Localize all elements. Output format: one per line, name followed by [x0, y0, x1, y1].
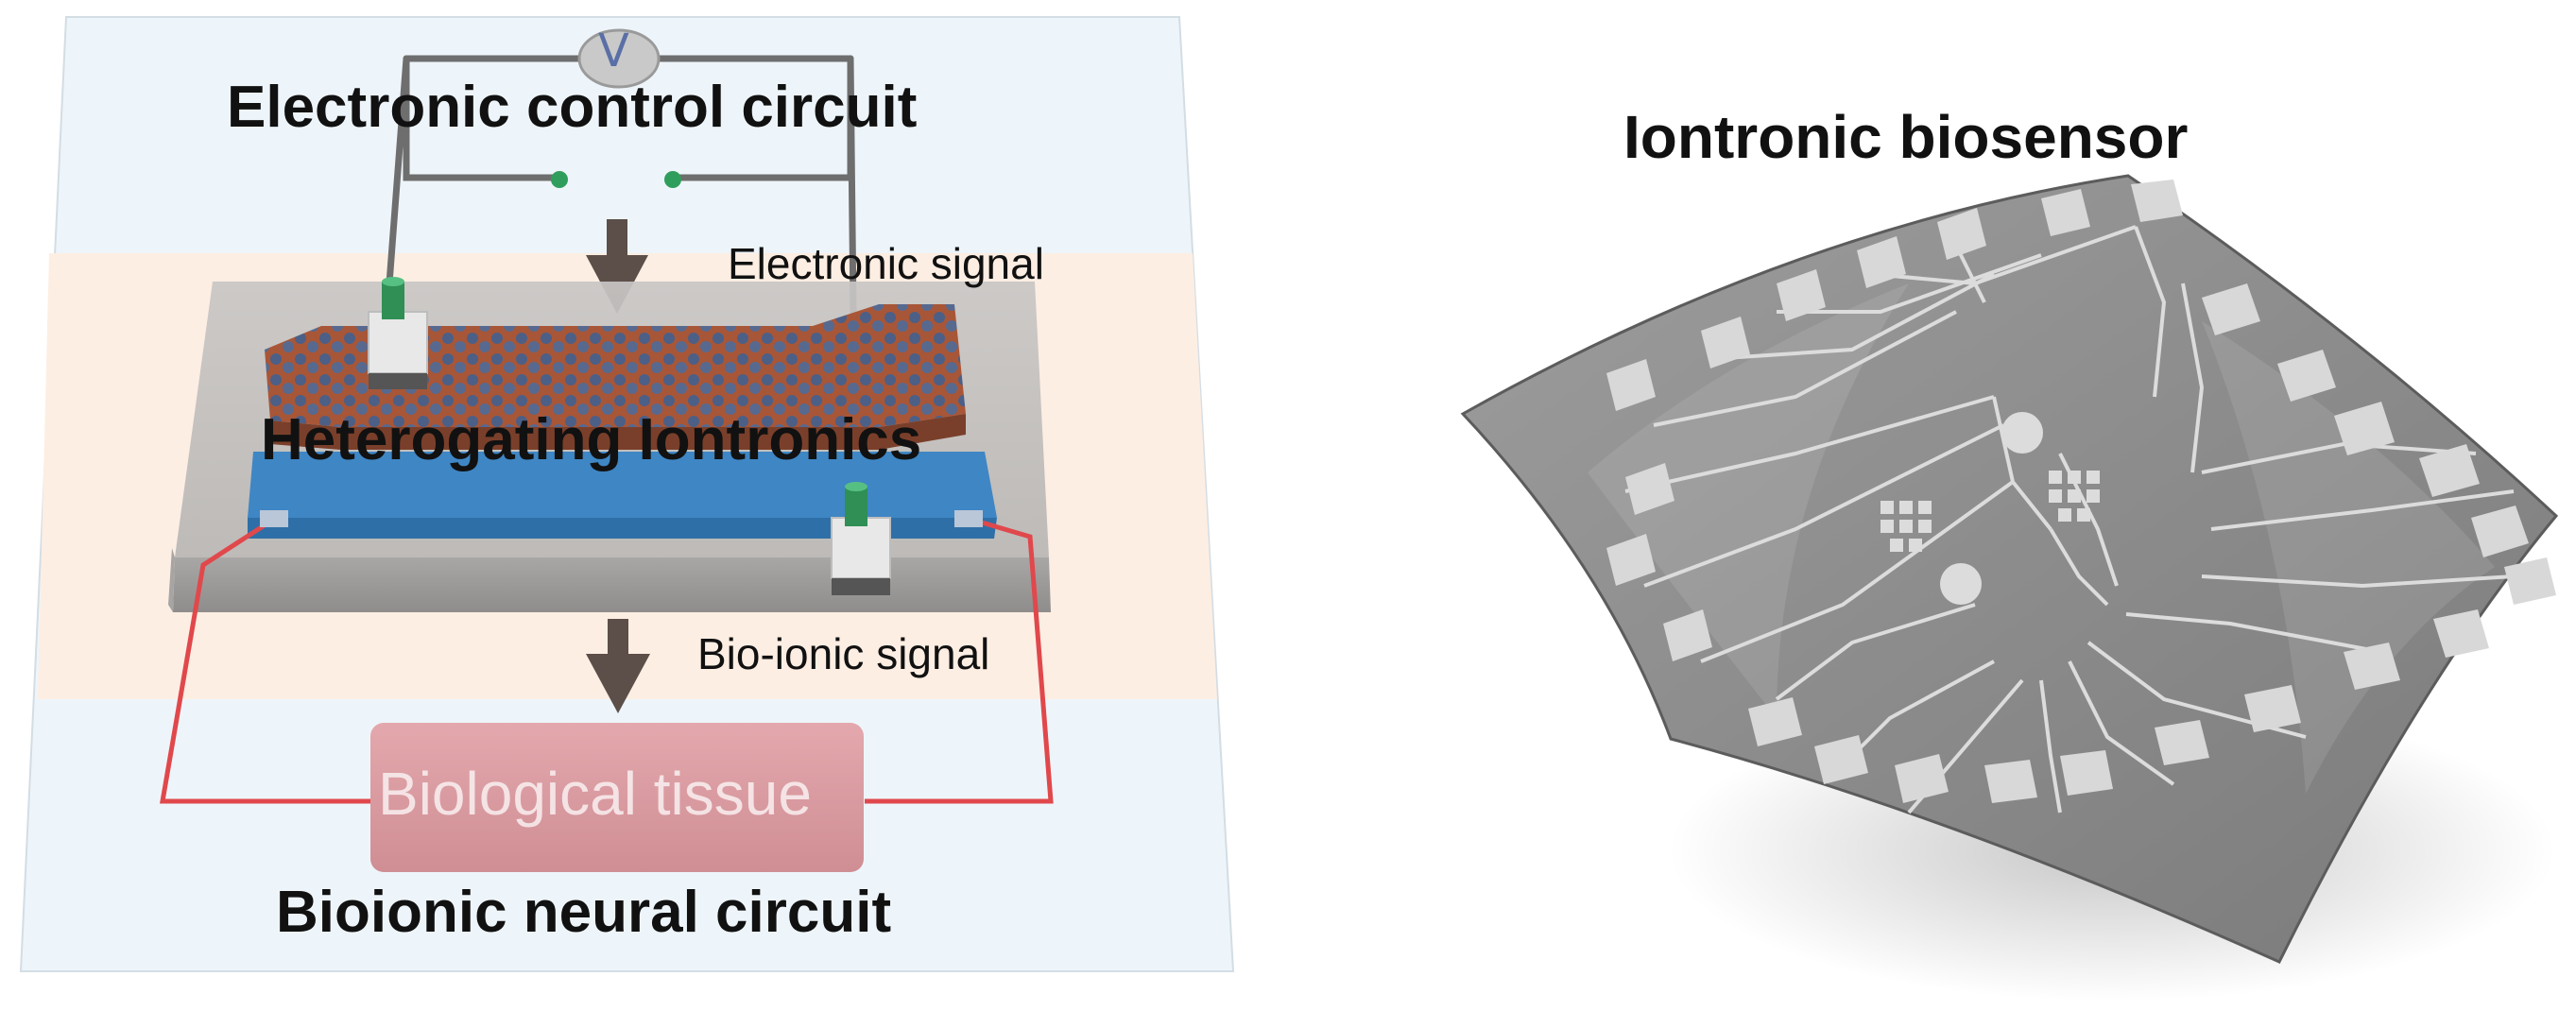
- sensor-electrode-icon: [1940, 563, 1982, 605]
- ionic-channel-edge: [248, 518, 997, 539]
- voltmeter-label: V: [598, 25, 629, 77]
- electrode-right: [831, 482, 891, 595]
- biological-tissue-label: Biological tissue: [378, 760, 812, 828]
- sensor-electrode-icon: [2001, 412, 2043, 454]
- electrode-left: [368, 277, 428, 389]
- micro-pad-cluster-right: [2049, 471, 2100, 522]
- biological-tissue-block: [370, 723, 864, 872]
- heterogating-iontronics-title: Heterogating Iontronics: [261, 407, 922, 472]
- sheet-highlight: [2202, 321, 2495, 794]
- electronic-control-circuit-title: Electronic control circuit: [227, 75, 918, 140]
- connector-left-icon: [260, 510, 288, 527]
- micro-pad-cluster-left: [1880, 501, 1932, 552]
- device-block-side: [168, 548, 175, 612]
- electronic-channel: [265, 304, 966, 427]
- device-block-front: [173, 557, 1051, 612]
- left-panel: [19, 16, 1235, 972]
- terminal-right-icon: [664, 171, 681, 188]
- bio-ionic-signal-label: Bio-ionic signal: [697, 629, 990, 678]
- right-panel: [1460, 174, 2559, 1002]
- iontronic-biosensor-title: Iontronic biosensor: [1623, 103, 2189, 171]
- arrow-down-icon: [586, 619, 650, 713]
- connector-right-icon: [954, 510, 983, 527]
- sensor-traces: [1624, 225, 2515, 814]
- sheet-highlight: [1588, 283, 1909, 718]
- terminal-left-icon: [551, 171, 568, 188]
- electronic-signal-label: Electronic signal: [728, 239, 1044, 288]
- sensor-pads: [1606, 180, 2556, 803]
- bioionic-wires: [160, 515, 1054, 804]
- electronic-channel-edge: [270, 414, 966, 450]
- ionic-channel: [248, 452, 997, 518]
- voltmeter-icon: [577, 28, 661, 89]
- bioionic-neural-circuit-title: Bioionic neural circuit: [276, 880, 892, 945]
